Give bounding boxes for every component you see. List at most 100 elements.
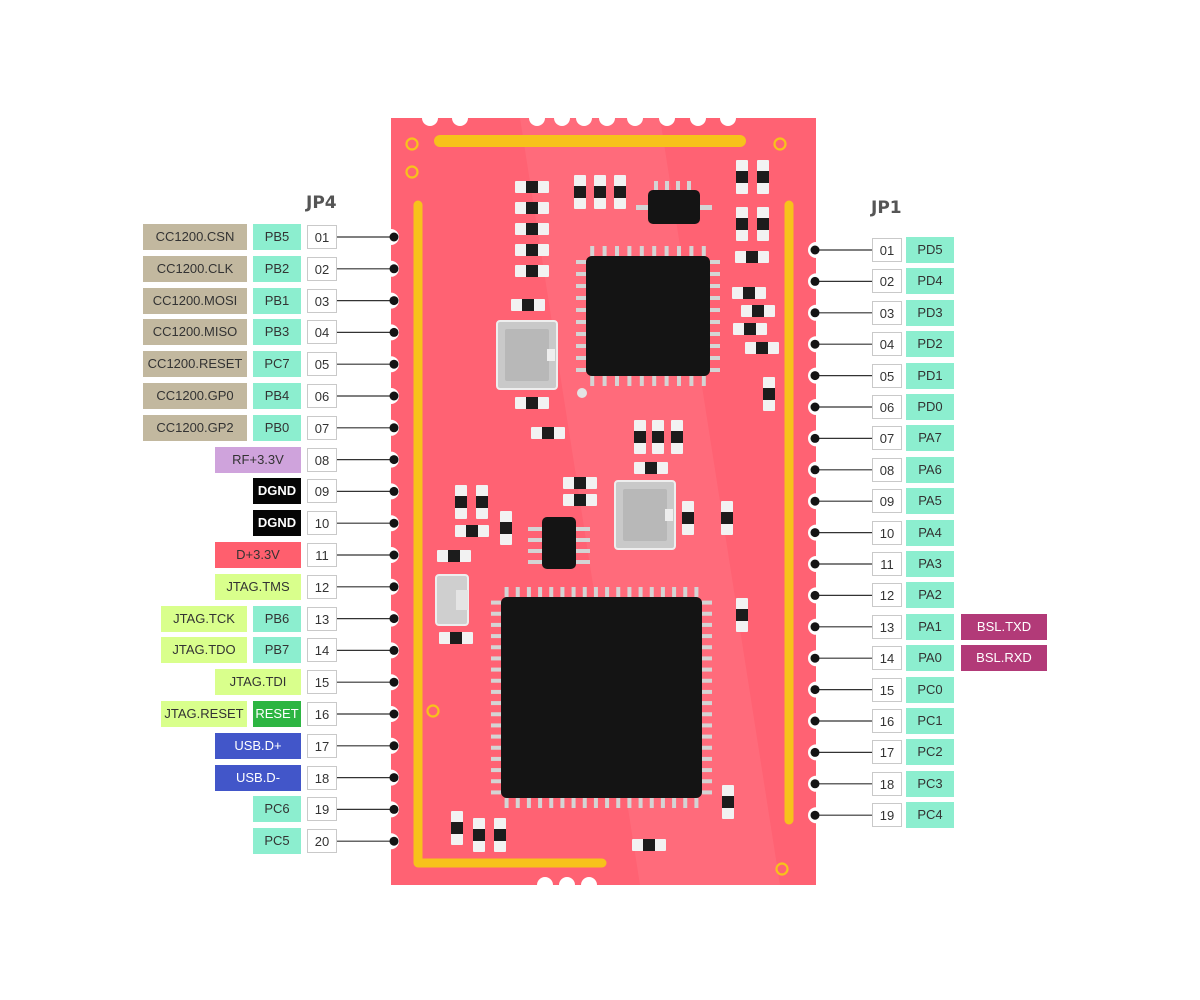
- pin-number: 14: [872, 646, 902, 671]
- chip-pin: [560, 587, 565, 597]
- mounting-hole: [773, 137, 787, 151]
- pin-dot: [389, 677, 399, 687]
- chip-pin: [491, 656, 501, 661]
- edge-notch: [581, 877, 597, 893]
- chip-pin: [491, 600, 501, 605]
- chip-pin: [538, 587, 543, 597]
- pin-label-port: PD1: [906, 362, 954, 389]
- pin-label-port: PC3: [906, 770, 954, 797]
- pin-dot: [810, 747, 820, 757]
- smd-body: [736, 218, 748, 230]
- pin-label-port: PA2: [906, 582, 954, 609]
- pin-dot: [810, 245, 820, 255]
- pin-label-port: PB0: [253, 414, 301, 441]
- chip-pin: [702, 756, 712, 761]
- smd-body: [722, 796, 734, 808]
- chip-pin: [571, 798, 576, 808]
- smd-body: [476, 496, 488, 508]
- chip-pin: [576, 320, 586, 324]
- pin-dot: [810, 622, 820, 632]
- pin-label-jtag: JTAG.TDI: [215, 669, 301, 696]
- pin-dot: [389, 773, 399, 783]
- chip-pin: [649, 798, 654, 808]
- chip-pin: [605, 587, 610, 597]
- smd-body: [671, 431, 683, 443]
- chip-pin: [702, 790, 712, 795]
- chip-pin: [605, 798, 610, 808]
- chip-pin: [710, 356, 720, 360]
- smd-body: [743, 287, 755, 299]
- chip-pin: [515, 587, 520, 597]
- chip-pin: [694, 587, 699, 597]
- pin-number: 18: [307, 765, 337, 790]
- fiducial: [577, 388, 587, 398]
- pin-number: 06: [307, 384, 337, 408]
- edge-notch: [554, 110, 570, 126]
- chip-pin: [627, 246, 632, 256]
- chip-pin: [491, 701, 501, 706]
- chip-pin: [491, 768, 501, 773]
- smd-body: [574, 477, 586, 489]
- pin-label-jtag: JTAG.TCK: [161, 605, 247, 632]
- chip-pin: [576, 344, 586, 348]
- pin-label-port: PB7: [253, 637, 301, 664]
- pin-number: 07: [307, 415, 337, 440]
- pin-number: 15: [872, 677, 902, 702]
- smd-body: [746, 251, 758, 263]
- pin-label-port: PD4: [906, 268, 954, 295]
- smd-body: [448, 550, 460, 562]
- chip-pin: [689, 246, 694, 256]
- pin-number: 05: [307, 352, 337, 377]
- pin-dot: [810, 716, 820, 726]
- mounting-hole: [405, 165, 419, 179]
- pin-dot: [389, 804, 399, 814]
- chip-pin: [576, 527, 590, 531]
- chip-pin: [504, 587, 509, 597]
- pin-number: 17: [872, 740, 902, 765]
- pin-number: 04: [307, 320, 337, 345]
- pin-number: 10: [307, 511, 337, 536]
- chip-pin: [702, 611, 712, 616]
- chip-pin: [710, 260, 720, 264]
- connector-tab: [456, 590, 468, 610]
- smd-body: [757, 218, 769, 230]
- chip-pin: [654, 181, 658, 190]
- pin-number: 04: [872, 332, 902, 357]
- smd-body: [652, 431, 664, 443]
- chip-pin: [576, 284, 586, 288]
- chip-pin: [528, 538, 542, 542]
- pin-number: 19: [307, 797, 337, 822]
- smd-body: [634, 431, 646, 443]
- chip-pin: [491, 678, 501, 683]
- pin-dot: [810, 465, 820, 475]
- chip-pin: [702, 656, 712, 661]
- smd-body: [526, 181, 538, 193]
- pin-label-bsl: BSL.TXD: [961, 613, 1047, 640]
- pin-number: 05: [872, 363, 902, 388]
- pin-dot: [810, 528, 820, 538]
- chip-pin: [638, 587, 643, 597]
- chip-pin: [710, 284, 720, 288]
- chip-pin: [683, 587, 688, 597]
- pin-dot: [810, 653, 820, 663]
- chip-pin: [627, 798, 632, 808]
- pin-dot: [389, 614, 399, 624]
- pin-label-port: PA7: [906, 425, 954, 452]
- pin-dot: [810, 276, 820, 286]
- pin-dot: [389, 232, 399, 242]
- chip-pin: [652, 246, 657, 256]
- smd-body: [451, 822, 463, 834]
- smd-body: [744, 323, 756, 335]
- pin-number: 01: [307, 225, 337, 249]
- pin-number: 16: [872, 709, 902, 733]
- chip-pin: [491, 622, 501, 627]
- pin-label-port: PC4: [906, 802, 954, 829]
- pin-number: 08: [307, 447, 337, 472]
- pin-number: 11: [307, 543, 337, 567]
- pin-label-port: PC1: [906, 708, 954, 734]
- pin-number: 07: [872, 426, 902, 451]
- pin-label-port: PD5: [906, 237, 954, 263]
- pin-label-cc1200: CC1200.CSN: [143, 224, 247, 250]
- chip-pin: [491, 645, 501, 650]
